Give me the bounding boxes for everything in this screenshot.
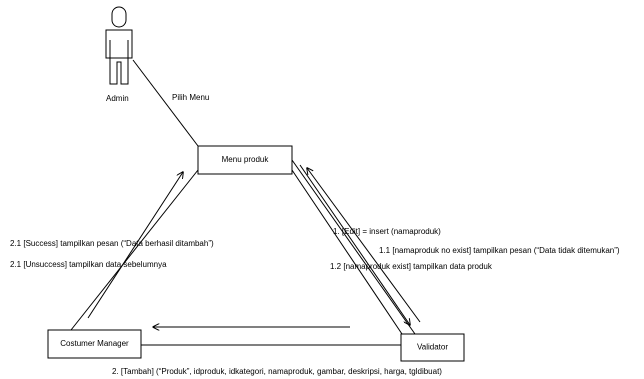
validator-object: Validator: [400, 333, 465, 362]
arrow-1-1-response: [307, 168, 421, 323]
costumer-manager-object: Costumer Manager: [47, 329, 142, 359]
admin-label: Admin: [106, 94, 129, 103]
msg-2-1-success: 2.1 [Success] tampilkan pesan (“Data ber…: [10, 239, 214, 248]
arrow-1-edit: [299, 164, 410, 325]
msg-1-1: 1.1 [namaproduk no exist] tampilkan pesa…: [379, 246, 620, 255]
manager-menu-link: [70, 169, 199, 331]
msg-2-1-unsuccess: 2.1 [Unsuccess] tampilkan data sebelumny…: [10, 260, 167, 269]
arrow-2-1-response: [87, 172, 183, 319]
menu-validator-link-b: [291, 159, 416, 335]
menu-validator-link-a: [291, 169, 403, 335]
menu-produk-label: Menu produk: [222, 155, 270, 164]
msg-2-tambah: 2. [Tambah] (“Produk”, idproduk, idkateg…: [112, 367, 442, 376]
admin-menu-link: [132, 59, 199, 147]
admin-actor-icon: [105, 6, 133, 85]
validator-label: Validator: [417, 343, 448, 352]
costumer-manager-label: Costumer Manager: [60, 339, 129, 348]
menu-produk-object: Menu produk: [197, 145, 293, 175]
msg-1-2: 1.2 [namaproduk exist] tampilkan data pr…: [330, 262, 493, 271]
msg-1-edit: 1. [Edit] = insert (namaproduk): [333, 227, 441, 236]
pilih-menu-label: Pilih Menu: [172, 93, 209, 102]
